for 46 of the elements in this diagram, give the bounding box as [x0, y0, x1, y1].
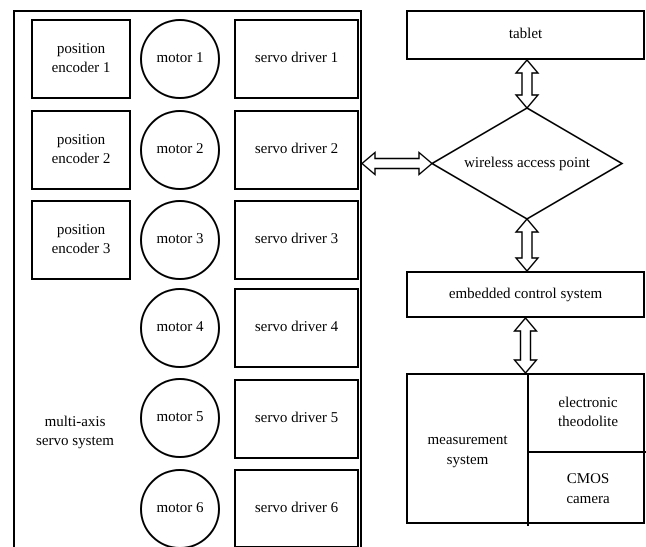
node-label: wireless access point	[463, 154, 591, 173]
motor-circle	[140, 378, 220, 458]
process-box	[234, 288, 359, 368]
motor-circle	[140, 110, 220, 190]
group-box	[406, 373, 645, 524]
double-arrow	[513, 316, 538, 374]
node-label: servo driver 6	[254, 498, 340, 518]
node-label: motor 6	[155, 499, 205, 518]
process-box	[406, 271, 645, 318]
node-label: position encoder 3	[50, 220, 112, 259]
process-box	[234, 379, 359, 459]
process-box	[234, 19, 359, 99]
motor-circle	[140, 288, 220, 368]
node-label: servo driver 1	[254, 49, 340, 68]
motor-circle	[140, 200, 220, 280]
motor-circle	[140, 19, 220, 99]
node-label: motor 1	[155, 49, 205, 68]
node-label: servo driver 3	[254, 230, 340, 250]
node-label: motor 4	[155, 318, 205, 338]
process-box	[406, 10, 645, 60]
node-label: servo driver 4	[254, 318, 340, 338]
node-label: motor 5	[155, 408, 205, 428]
node-label: multi-axis servo system	[35, 412, 115, 451]
process-box	[234, 469, 359, 547]
node-label: position encoder 1	[50, 40, 112, 78]
double-arrow	[514, 58, 540, 110]
node-label: servo driver 5	[254, 409, 340, 428]
node-label: measurement system	[426, 431, 508, 470]
node-label: motor 3	[155, 230, 205, 250]
node-label: motor 2	[155, 140, 205, 160]
node-label: servo driver 2	[254, 140, 340, 160]
node-label: CMOS camera	[565, 470, 611, 508]
process-box	[31, 200, 131, 280]
motor-circle	[140, 469, 220, 547]
process-box	[234, 200, 359, 280]
process-box	[234, 110, 359, 190]
node-label: electronic theodolite	[557, 394, 619, 432]
process-box	[527, 451, 646, 526]
process-box	[31, 110, 131, 190]
node-label: embedded control system	[448, 284, 604, 304]
node-label: tablet	[508, 25, 544, 44]
process-box	[31, 19, 131, 99]
double-arrow	[514, 218, 540, 272]
group-box	[13, 10, 362, 547]
double-arrow	[360, 151, 434, 176]
node-label: position encoder 2	[50, 130, 112, 169]
